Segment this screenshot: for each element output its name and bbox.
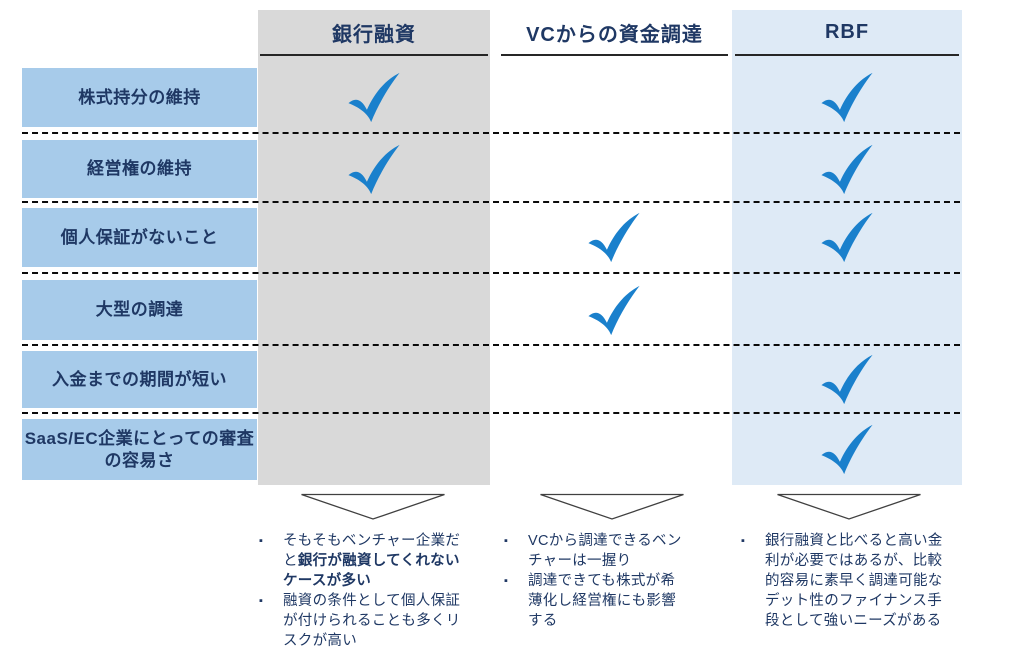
cell-bank-row2 xyxy=(258,140,490,198)
check-icon xyxy=(818,71,876,124)
vc-note-1: ▪ VCから調達できるベンチャーは一握り xyxy=(504,531,690,571)
cell-bank-row5 xyxy=(258,351,490,408)
column-header-bank: 銀行融資 xyxy=(260,10,488,56)
bank-notes: ▪ そもそもベンチャー企業だと銀行が融資してくれないケースが多い ▪ 融資の条件… xyxy=(259,531,473,651)
cell-bank-row3 xyxy=(258,208,490,267)
row-label-short-time-to-cash: 入金までの期間が短い xyxy=(22,351,257,408)
cell-bank-row1 xyxy=(258,68,490,127)
triangle-down-pointer-vc xyxy=(539,493,685,521)
cell-rbf-row3 xyxy=(732,208,962,267)
rbf-notes: ▪ 銀行融資と比べると高い金利が必要ではあるが、比較的容易に素早く調達可能なデッ… xyxy=(741,531,943,631)
column-header-vc-label: VCからの資金調達 xyxy=(526,23,703,46)
cell-vc-row5 xyxy=(500,351,728,408)
column-header-vc: VCからの資金調達 xyxy=(501,10,728,56)
row-separator xyxy=(22,201,960,203)
vc-note-2-text: 調達できても株式が希薄化し経営権にも影響する xyxy=(528,573,676,629)
bullet-marker: ▪ xyxy=(259,535,263,547)
check-icon xyxy=(585,211,643,264)
row-separator xyxy=(22,344,960,346)
bullet-marker: ▪ xyxy=(741,535,745,547)
vc-note-1-text: VCから調達できるベンチャーは一握り xyxy=(528,533,682,569)
check-icon xyxy=(818,353,876,406)
vc-notes: ▪ VCから調達できるベンチャーは一握り ▪ 調達できても株式が希薄化し経営権に… xyxy=(504,531,690,631)
cell-vc-row4 xyxy=(500,280,728,340)
row-label-control-retention: 経営権の維持 xyxy=(22,140,257,198)
check-icon xyxy=(818,423,876,476)
cell-vc-row3 xyxy=(500,208,728,267)
rbf-note-1: ▪ 銀行融資と比べると高い金利が必要ではあるが、比較的容易に素早く調達可能なデッ… xyxy=(741,531,943,631)
row-label-no-personal-guarantee: 個人保証がないこと xyxy=(22,208,257,267)
cell-vc-row6 xyxy=(500,419,728,480)
row-label-equity-retention: 株式持分の維持 xyxy=(22,68,257,127)
bullet-marker: ▪ xyxy=(504,535,508,547)
cell-rbf-row5 xyxy=(732,351,962,408)
row-label-easy-screening: SaaS/EC企業にとっての審査の容易さ xyxy=(22,419,257,480)
vc-note-2: ▪ 調達できても株式が希薄化し経営権にも影響する xyxy=(504,571,690,631)
cell-vc-row1 xyxy=(500,68,728,127)
column-header-rbf: RBF xyxy=(735,10,959,56)
triangle-down-pointer-rbf xyxy=(776,493,922,521)
row-separator xyxy=(22,132,960,134)
triangle-down-pointer-bank xyxy=(300,493,446,521)
cell-bank-row6 xyxy=(258,419,490,480)
cell-vc-row2 xyxy=(500,140,728,198)
check-icon xyxy=(585,284,643,337)
column-header-bank-label: 銀行融資 xyxy=(332,23,416,46)
bank-column-background xyxy=(258,10,490,485)
row-separator xyxy=(22,272,960,274)
cell-rbf-row1 xyxy=(732,68,962,127)
cell-bank-row4 xyxy=(258,280,490,340)
bank-note-2-text: 融資の条件として個人保証が付けられることも多くリスクが高い xyxy=(283,593,461,649)
check-icon xyxy=(818,211,876,264)
rbf-note-1-text: 銀行融資と比べると高い金利が必要ではあるが、比較的容易に素早く調達可能なデット性… xyxy=(765,533,943,629)
bank-note-1-text: そもそもベンチャー企業だと銀行が融資してくれないケースが多い xyxy=(283,533,461,589)
cell-rbf-row4 xyxy=(732,280,962,340)
column-header-rbf-label: RBF xyxy=(824,20,870,43)
row-separator xyxy=(22,412,960,414)
check-icon xyxy=(818,143,876,196)
bank-note-2: ▪ 融資の条件として個人保証が付けられることも多くリスクが高い xyxy=(259,591,473,651)
check-icon xyxy=(345,143,403,196)
check-icon xyxy=(345,71,403,124)
bullet-marker: ▪ xyxy=(259,595,263,607)
cell-rbf-row2 xyxy=(732,140,962,198)
cell-rbf-row6 xyxy=(732,419,962,480)
bullet-marker: ▪ xyxy=(504,575,508,587)
bank-note-1: ▪ そもそもベンチャー企業だと銀行が融資してくれないケースが多い xyxy=(259,531,473,591)
row-label-large-fundraising: 大型の調達 xyxy=(22,280,257,340)
